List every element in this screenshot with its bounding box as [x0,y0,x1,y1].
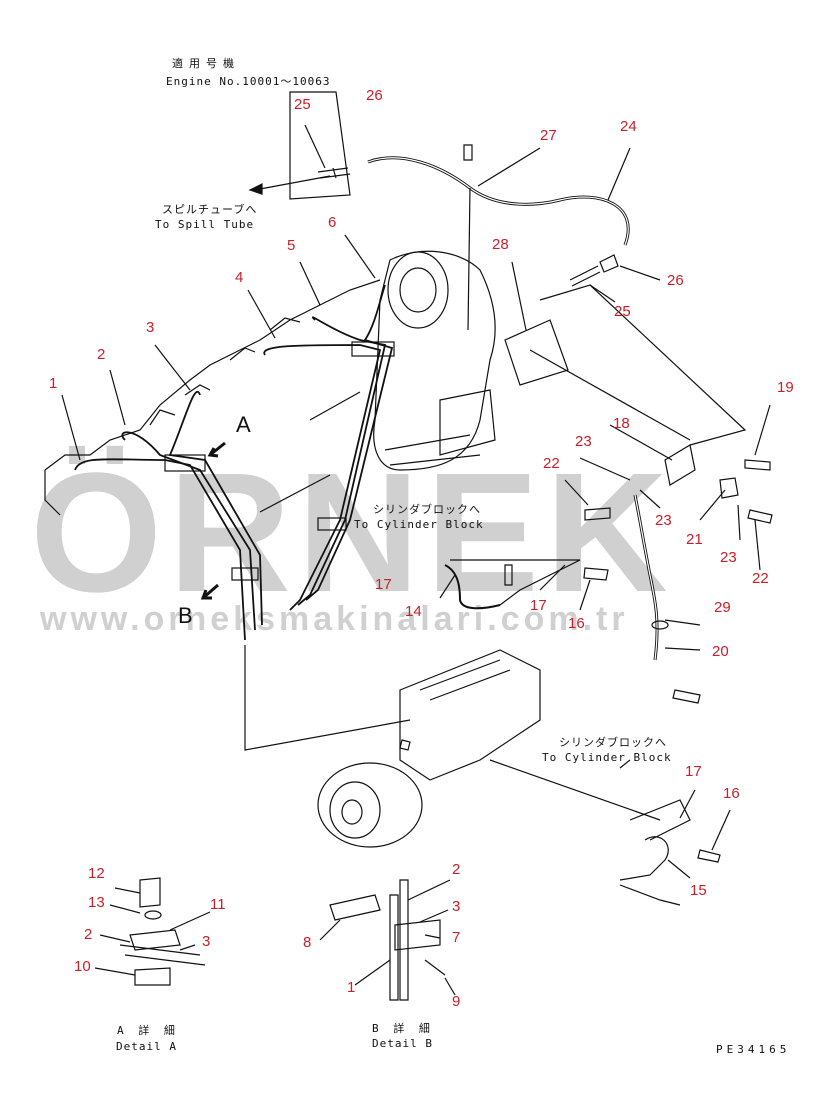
cyl-block-jp-2: シリンダブロックへ [559,736,667,749]
spill-tube-jp: スピルチューブへ [162,203,258,216]
callout-6: 6 [328,214,337,231]
callout-19: 19 [777,379,794,396]
callout-3-detail-a: 3 [202,933,211,950]
callout-24: 24 [620,118,637,135]
callout-28: 28 [492,236,509,253]
callout-25: 25 [294,96,311,113]
callout-9: 9 [452,993,461,1010]
callout-2-detail-a: 2 [84,926,93,943]
detail-a-en: Detail A [116,1040,177,1053]
callout-2: 2 [97,346,106,363]
callout-13: 13 [88,894,105,911]
callout-22: 22 [543,455,560,472]
callout-26b: 26 [667,272,684,289]
callout-20: 20 [712,643,729,660]
watermark-brand: ÖRNEK [30,438,674,628]
callout-5: 5 [287,237,296,254]
callout-17: 17 [375,576,392,593]
callout-23: 23 [575,433,592,450]
spill-tube-en: To Spill Tube [155,218,255,231]
callout-27: 27 [540,127,557,144]
watermark-site: www.orneksmakinalari.com.tr [40,600,629,638]
callout-3-detail-b: 3 [452,898,461,915]
callout-25b: 25 [614,303,631,320]
callout-4: 4 [235,269,244,286]
callout-10: 10 [74,958,91,975]
view-b-label: B [178,603,193,628]
callout-7: 7 [452,929,461,946]
callout-17c: 17 [685,763,702,780]
callout-8: 8 [303,934,312,951]
callout-3: 3 [146,319,155,336]
callout-17b: 17 [530,597,547,614]
drawing-number: PE34165 [716,1043,791,1056]
callout-26: 26 [366,87,383,104]
callout-2-detail-b: 2 [452,861,461,878]
callout-21: 21 [686,531,703,548]
callout-14: 14 [405,603,422,620]
callout-11: 11 [210,896,226,913]
cyl-block-en-1: To Cylinder Block [354,518,484,531]
callout-22b: 22 [752,570,769,587]
view-a-label: A [236,412,251,437]
engine-number: Engine No.10001～10063 [166,75,331,88]
callout-15: 15 [690,882,707,899]
callout-12: 12 [88,865,105,882]
cyl-block-jp-1: シリンダブロックへ [373,503,481,516]
cyl-block-en-2: To Cylinder Block [542,751,672,764]
detail-b-en: Detail B [372,1037,433,1050]
callout-1-detail-b: 1 [347,979,356,996]
detail-a-jp: A 詳 細 [117,1024,179,1037]
callout-23c: 23 [720,549,737,566]
callout-23b: 23 [655,512,672,529]
applicable-label: 適用号機 [172,57,240,70]
callout-18: 18 [613,415,630,432]
callout-16: 16 [568,615,585,632]
callout-29: 29 [714,599,731,616]
callout-16b: 16 [723,785,740,802]
callout-1: 1 [49,375,58,392]
detail-b-jp: B 詳 細 [372,1022,434,1035]
